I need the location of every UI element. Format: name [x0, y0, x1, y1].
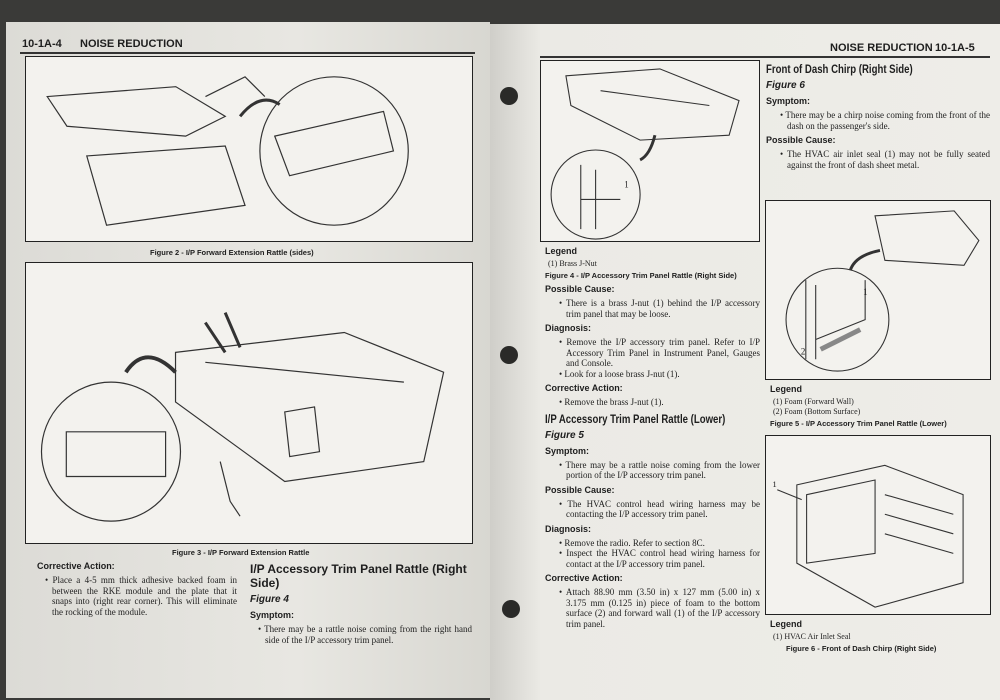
figure-5-ref: Figure 5 — [545, 429, 584, 441]
list-item: There is a brass J-nut (1) behind the I/… — [557, 298, 760, 319]
binder-hole — [500, 87, 518, 105]
page-number-left: 10-1A-4 — [22, 38, 62, 50]
list-item: Place a 4-5 mm thick adhesive backed foa… — [43, 575, 237, 617]
list-item: Remove the radio. Refer to section 8C. — [557, 538, 760, 549]
possible-cause-heading: Possible Cause: — [545, 284, 615, 294]
binder-hole — [500, 346, 518, 364]
possible-cause-list: The HVAC control head wiring harness may… — [557, 499, 760, 520]
possible-cause-list: There is a brass J-nut (1) behind the I/… — [557, 298, 760, 319]
corrective-action-list: Place a 4-5 mm thick adhesive backed foa… — [43, 575, 237, 617]
callout-1: 1 — [624, 180, 628, 190]
header-rule — [20, 52, 475, 54]
diagnosis-list: Remove the radio. Refer to section 8C. I… — [557, 538, 760, 570]
header-title-left: NOISE REDUCTION — [80, 38, 183, 50]
figure-4-legend-item: (1) Brass J-Nut — [548, 259, 597, 268]
list-item: Inspect the HVAC control head wiring har… — [557, 548, 760, 569]
figure-4-ref: Figure 4 — [250, 594, 289, 605]
list-item: There may be a rattle noise coming from … — [557, 460, 760, 481]
possible-cause-heading: Possible Cause: — [766, 135, 836, 145]
corrective-action-heading: Corrective Action: — [37, 561, 115, 571]
header-title-right: NOISE REDUCTION — [830, 42, 933, 54]
diagnosis-heading: Diagnosis: — [545, 523, 592, 534]
figure-4-illustration: 1 — [540, 60, 760, 242]
figure-4-legend-title: Legend — [545, 246, 578, 256]
figure-4-legend: Legend (1) Brass J-Nut Figure 4 - I/P Ac… — [545, 246, 760, 280]
figure-6-legend: Legend (1) HVAC Air Inlet Seal Figure 6 … — [770, 619, 936, 653]
figure-5-caption: Figure 5 - I/P Accessory Trim Panel Ratt… — [770, 419, 947, 428]
section-title-fig4: I/P Accessory Trim Panel Rattle (Right S… — [250, 562, 467, 590]
possible-cause-list: The HVAC air inlet seal (1) may not be f… — [778, 149, 990, 170]
section-title-fig5: I/P Accessory Trim Panel Rattle (Lower) — [545, 411, 726, 426]
symptom-heading: Symptom: — [250, 610, 295, 620]
diagnosis-heading: Diagnosis: — [545, 323, 592, 333]
figure-5-legend-title: Legend — [770, 384, 803, 394]
symptom-list: There may be a rattle noise coming from … — [557, 460, 760, 481]
figure-5-legend-item: (2) Foam (Bottom Surface) — [773, 407, 861, 416]
corrective-action-heading: Corrective Action: — [545, 383, 623, 393]
figure-4-caption: Figure 4 - I/P Accessory Trim Panel Ratt… — [545, 271, 737, 280]
list-item: Remove the I/P accessory trim panel. Ref… — [557, 337, 760, 369]
header-rule — [540, 56, 990, 58]
figure-3-caption: Figure 3 - I/P Forward Extension Rattle — [172, 548, 310, 557]
figure-5-legend-item: (1) Foam (Forward Wall) — [773, 397, 854, 406]
symptom-list: There may be a rattle noise coming from … — [256, 624, 472, 645]
list-item: There may be a rattle noise coming from … — [256, 624, 472, 645]
page-number-right: 10-1A-5 — [935, 42, 975, 54]
callout-1: 1 — [772, 479, 776, 489]
corrective-action-list: Attach 88.90 mm (3.50 in) x 127 mm (5.00… — [557, 587, 760, 629]
corrective-action-heading: Corrective Action: — [545, 573, 623, 583]
list-item: Attach 88.90 mm (3.50 in) x 127 mm (5.00… — [557, 587, 760, 629]
binder-hole — [502, 600, 520, 618]
right-middle-column: Legend (1) Brass J-Nut Figure 4 - I/P Ac… — [545, 246, 760, 629]
figure-2-caption: Figure 2 - I/P Forward Extension Rattle … — [150, 248, 314, 257]
figure-6-caption: Figure 6 - Front of Dash Chirp (Right Si… — [786, 644, 937, 653]
figure-6-legend-title: Legend — [770, 619, 803, 629]
figure-2-illustration — [25, 56, 473, 242]
list-item: The HVAC control head wiring harness may… — [557, 499, 760, 520]
section-title-fig6: Front of Dash Chirp (Right Side) — [766, 62, 913, 76]
list-item: There may be a chirp noise coming from t… — [778, 110, 990, 131]
figure-5-illustration: 1 2 — [765, 200, 991, 380]
left-corrective-column: Corrective Action: Place a 4-5 mm thick … — [37, 557, 237, 617]
figure-6-illustration: 1 — [765, 435, 991, 615]
list-item: Remove the brass J-nut (1). — [557, 397, 760, 408]
right-top-column: Front of Dash Chirp (Right Side) Figure … — [766, 62, 990, 170]
symptom-list: There may be a chirp noise coming from t… — [778, 110, 990, 131]
symptom-heading: Symptom: — [766, 96, 811, 106]
figure-3-illustration — [25, 262, 473, 544]
corrective-action-list: Remove the brass J-nut (1). — [557, 397, 760, 408]
list-item: The HVAC air inlet seal (1) may not be f… — [778, 149, 990, 170]
symptom-heading: Symptom: — [545, 445, 590, 456]
callout-1: 1 — [863, 287, 867, 297]
figure-5-legend: Legend (1) Foam (Forward Wall) (2) Foam … — [770, 384, 947, 428]
figure-6-ref: Figure 6 — [766, 80, 805, 91]
possible-cause-heading: Possible Cause: — [545, 484, 615, 495]
diagnosis-list: Remove the I/P accessory trim panel. Ref… — [557, 337, 760, 379]
left-symptom-column: I/P Accessory Trim Panel Rattle (Right S… — [250, 562, 472, 645]
figure-6-legend-item: (1) HVAC Air Inlet Seal — [773, 632, 851, 641]
callout-2: 2 — [801, 346, 805, 356]
list-item: Look for a loose brass J-nut (1). — [557, 369, 760, 380]
